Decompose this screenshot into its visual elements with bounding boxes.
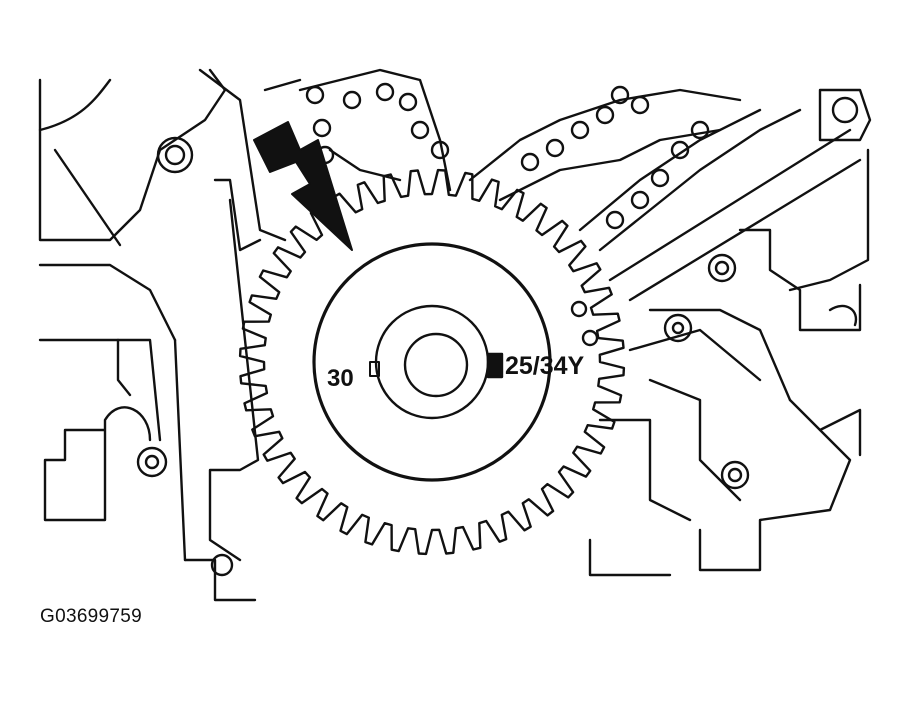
- chain-roller: [375, 82, 395, 102]
- engine-block-left: [38, 68, 302, 602]
- mark-label-25-34y: 25/34Y: [505, 352, 585, 380]
- chain-roller: [630, 95, 650, 115]
- sprocket-hole-lower: [581, 329, 599, 347]
- chain-roller: [595, 105, 615, 125]
- pointer-arrow-icon: [253, 121, 353, 251]
- sprocket-teeth: [238, 168, 626, 556]
- sprocket-face-ring: [312, 242, 552, 482]
- engine-block-right: [588, 88, 872, 577]
- chain-roller: [398, 92, 418, 112]
- chain-roller: [545, 138, 565, 158]
- chain-roller: [650, 168, 670, 188]
- chain-roller: [312, 118, 332, 138]
- timing-mark-25-34y: [486, 352, 504, 379]
- chain-roller: [430, 140, 450, 160]
- chain-roller: [305, 85, 325, 105]
- figure-id: G03699759: [40, 606, 143, 627]
- sprocket-hub: [374, 304, 490, 420]
- chain-roller: [690, 120, 710, 140]
- camshaft-sprocket: [238, 168, 626, 556]
- chain-roller: [570, 120, 590, 140]
- chain-roller: [605, 210, 625, 230]
- sprocket-hole-upper: [570, 300, 588, 318]
- timing-chain: [298, 68, 802, 252]
- chain-roller: [410, 120, 430, 140]
- chain-roller: [610, 85, 630, 105]
- chain-roller: [342, 90, 362, 110]
- mark-label-30: 30: [327, 365, 354, 392]
- chain-roller: [670, 140, 690, 160]
- sprocket-bore: [403, 332, 469, 398]
- chain-roller: [520, 152, 540, 172]
- timing-mark-30: [369, 361, 380, 377]
- chain-roller: [630, 190, 650, 210]
